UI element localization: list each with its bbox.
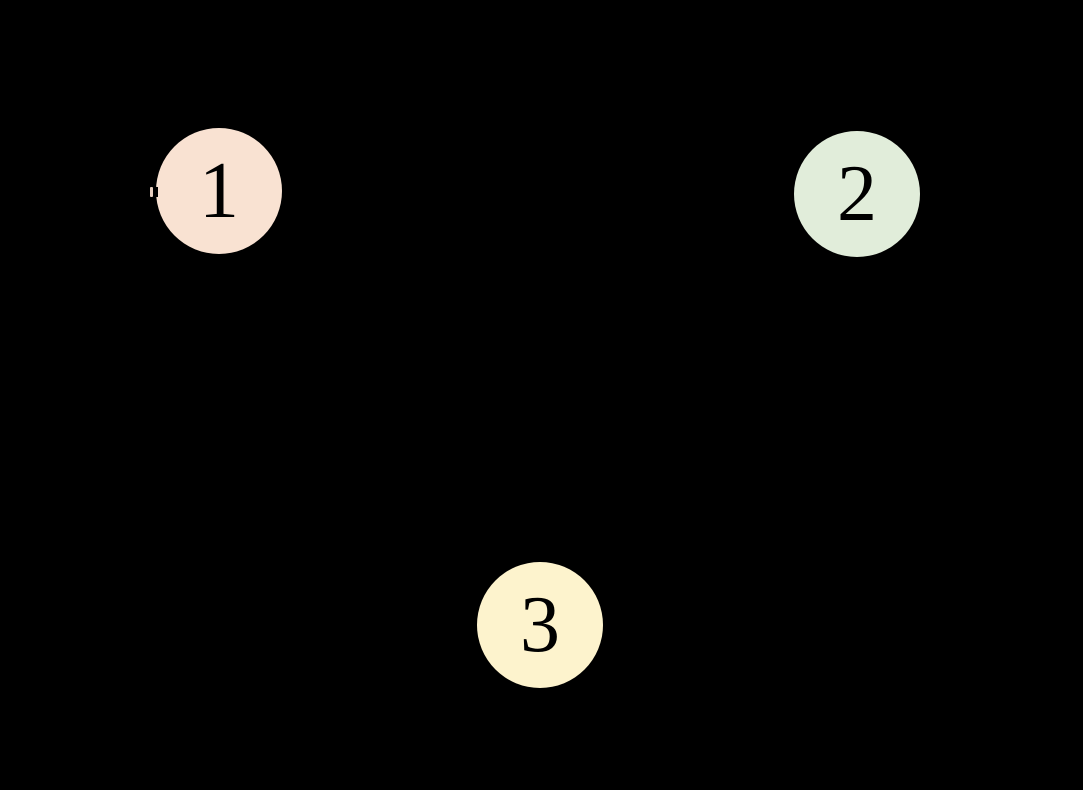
arrowhead-artifact-sliver	[150, 187, 153, 197]
node-3-label: 3	[520, 581, 560, 669]
arrowhead-artifact-notch-icon	[153, 187, 158, 197]
node-1-label: 1	[199, 147, 239, 235]
graph-node-1: 1	[156, 128, 282, 254]
node-2-label: 2	[837, 150, 877, 238]
graph-node-2: 2	[794, 131, 920, 257]
graph-node-3: 3	[477, 562, 603, 688]
